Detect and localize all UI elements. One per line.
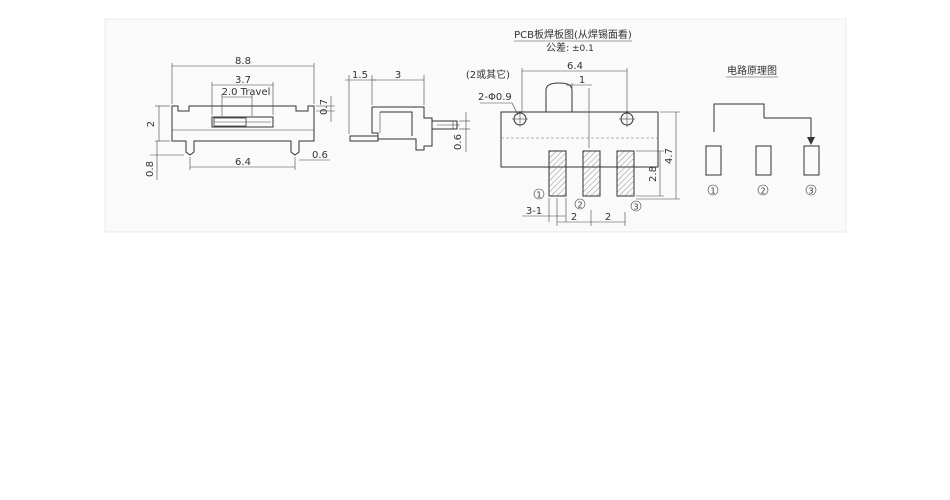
circuit-title: 电路原理图 xyxy=(727,64,777,77)
dim-body-depth: 3 xyxy=(395,70,401,81)
dim-pad-count: 3-1 xyxy=(526,206,542,217)
circuit-switch-wire xyxy=(764,117,812,139)
front-body-outline xyxy=(171,105,315,156)
dim-pin-span: 6.4 xyxy=(235,157,251,168)
pad-1 xyxy=(548,150,567,197)
circuit-pin-marker-2 xyxy=(757,184,769,196)
circuit-pin-marker-3 xyxy=(805,184,817,196)
dim-travel: 2.0 Travel xyxy=(222,87,271,98)
pcb-body xyxy=(500,111,659,168)
circuit-switch-arrow xyxy=(807,137,815,145)
pcb-view: PCB板焊板图(从焊锡面看) 公差: ±0.1 1 2 3 6 xyxy=(478,28,680,226)
circuit-terminal-3 xyxy=(803,145,820,176)
circuit-pin-marker-1 xyxy=(707,184,719,196)
dim-top-step: 0.7 xyxy=(319,99,330,115)
dim-pin-width: 0.6 xyxy=(312,150,328,161)
circuit-pin-label-2: 2 xyxy=(760,187,765,196)
dim-height: 2 xyxy=(146,121,157,127)
front-slot xyxy=(211,116,274,128)
tolerance-value: ±0.1 xyxy=(572,44,594,54)
circuit-terminal-2 xyxy=(755,145,772,176)
circuit-pin-label-1: 1 xyxy=(710,187,715,196)
pcb-pin-label-2: 2 xyxy=(577,201,582,210)
dim-pitch-1: 2 xyxy=(571,212,577,223)
pcb-pin-marker-3 xyxy=(630,200,642,212)
side-view: 1.5 3 0.6 (2或其它) xyxy=(345,68,510,152)
pcb-pin-label-3: 3 xyxy=(633,203,638,212)
pad-2 xyxy=(582,150,601,197)
side-body-inner xyxy=(380,111,413,136)
dim-pcb-body-height: 4.7 xyxy=(664,148,675,164)
side-terminal xyxy=(349,135,379,142)
tolerance-label: 公差: xyxy=(546,41,569,54)
pcb-pin-marker-2 xyxy=(574,198,586,210)
dim-pin-height: 0.8 xyxy=(145,161,156,177)
dim-pad-height: 2.8 xyxy=(648,166,659,182)
pcb-pin-label-1: 1 xyxy=(536,191,541,200)
circuit-common-wire xyxy=(713,103,765,132)
dim-lever-height: 0.6 xyxy=(453,134,464,150)
front-view: 8.8 3.7 2.0 Travel 6.4 0.6 2 0.8 0.7 xyxy=(145,56,335,180)
side-note: (2或其它) xyxy=(466,68,510,81)
circuit-view: 电路原理图 1 2 3 xyxy=(705,64,820,196)
circuit-terminal-1 xyxy=(705,145,722,176)
dim-total-width: 8.8 xyxy=(235,56,251,67)
dim-pitch-2: 2 xyxy=(605,212,611,223)
dim-lever-offset: 1.5 xyxy=(352,70,368,81)
dim-pcb-body-width: 6.4 xyxy=(567,61,583,72)
pcb-lever xyxy=(545,82,573,112)
side-body-outline xyxy=(371,106,433,151)
pad-3 xyxy=(616,150,635,197)
dim-holes: 2-Φ0.9 xyxy=(478,92,512,103)
pcb-pin-marker-1 xyxy=(533,188,545,200)
dim-lever-width: 1 xyxy=(579,75,585,86)
circuit-pin-label-3: 3 xyxy=(808,187,813,196)
pcb-title: PCB板焊板图(从焊锡面看) xyxy=(514,28,632,41)
dim-slot-width: 3.7 xyxy=(235,75,251,86)
